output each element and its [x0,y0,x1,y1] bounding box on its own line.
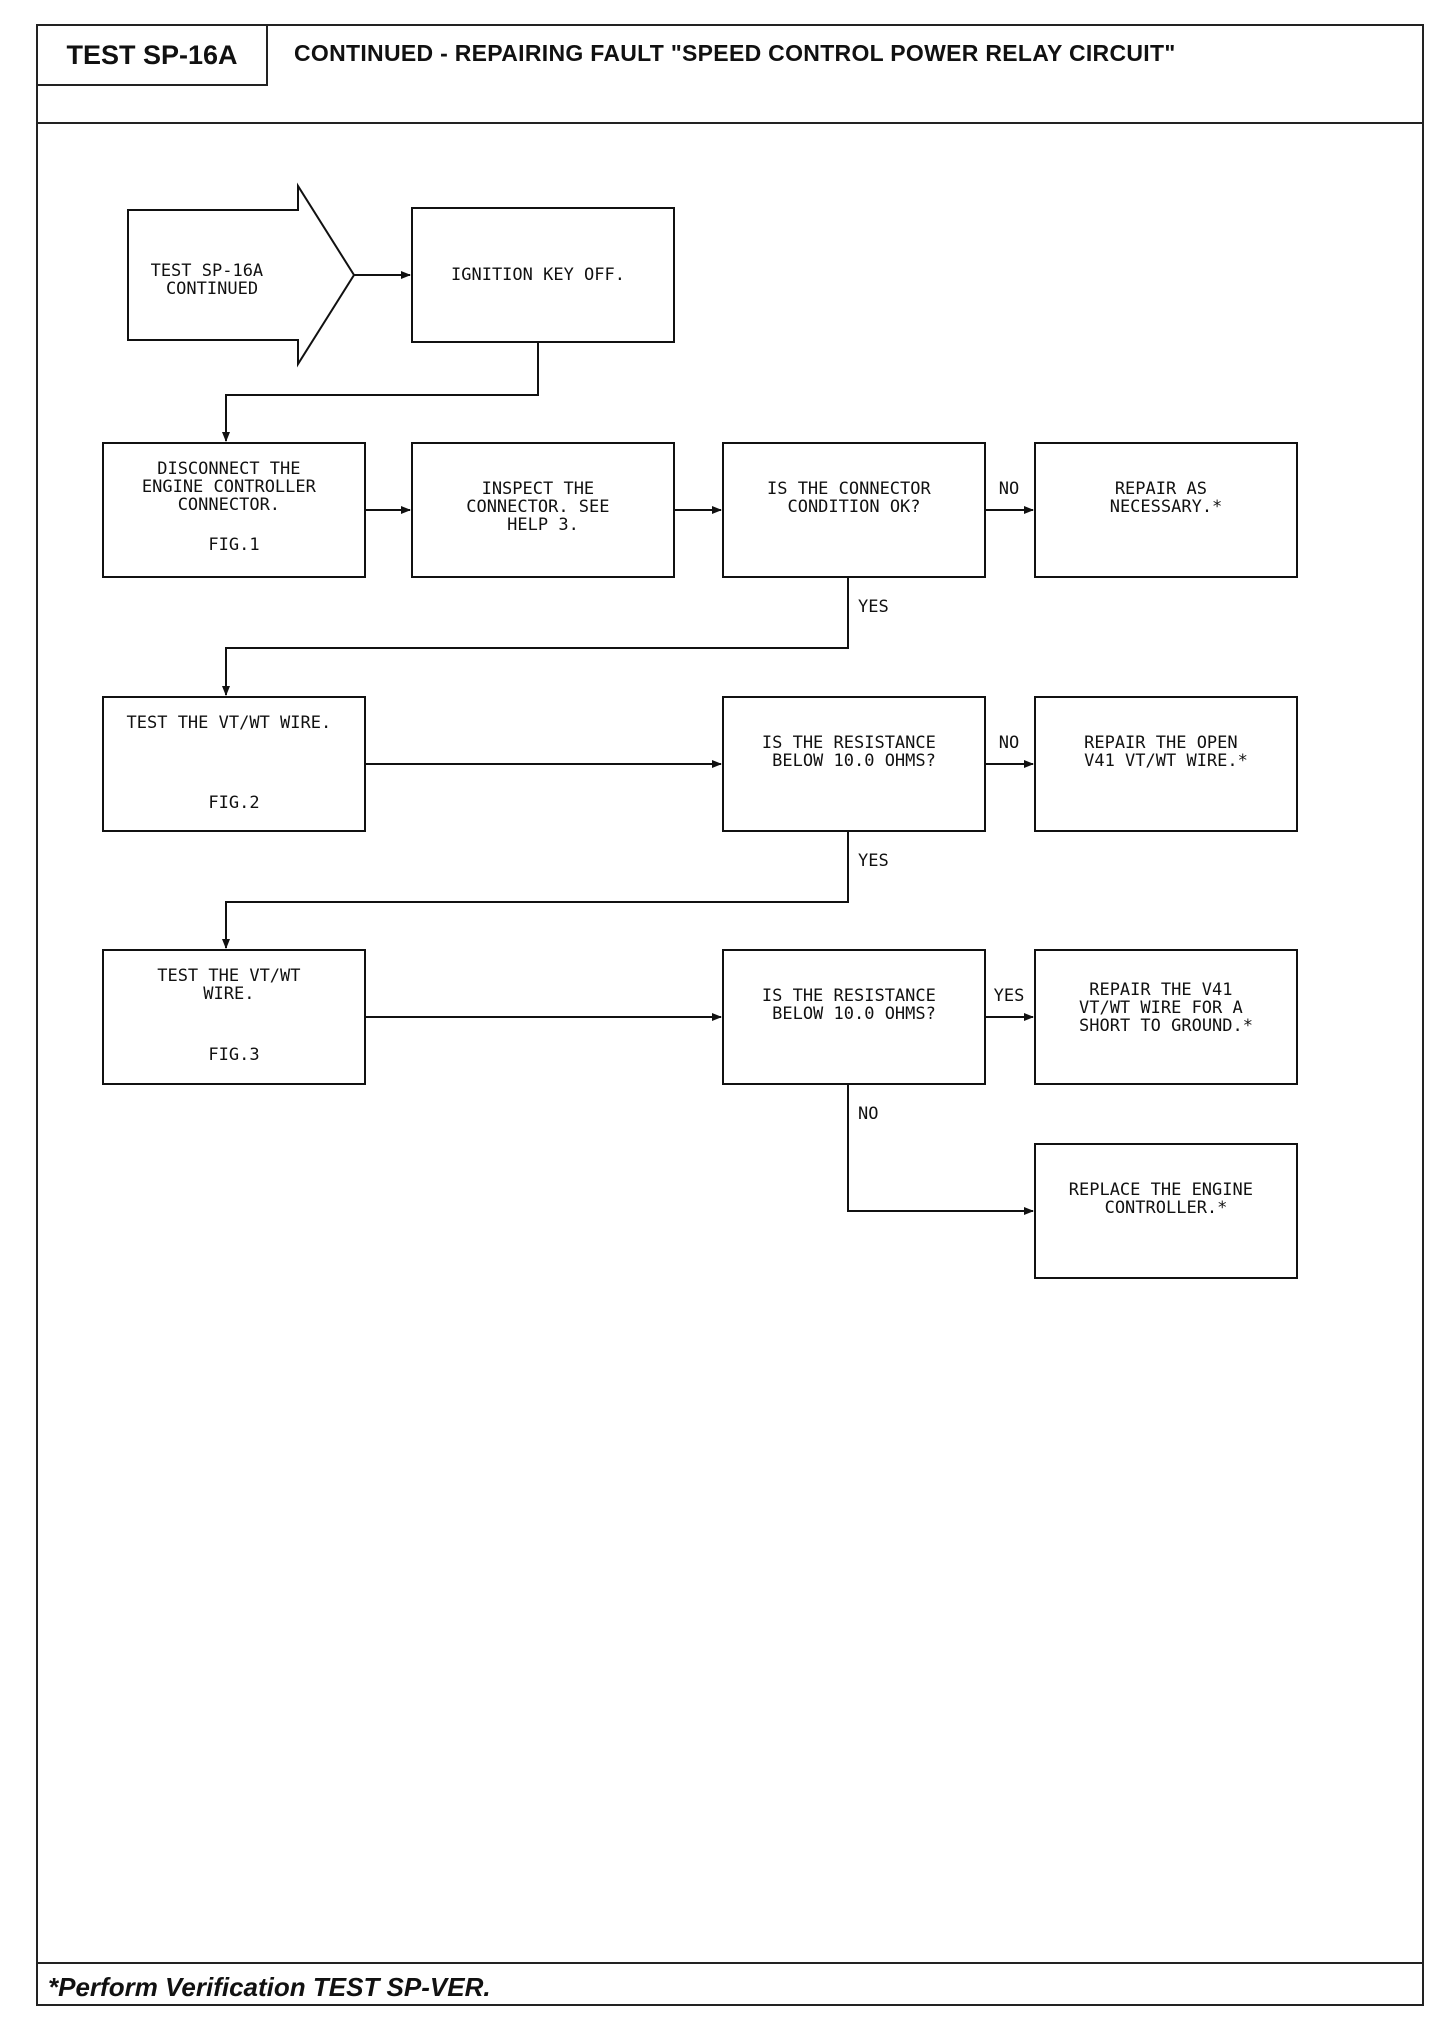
connector-question-label: IS THE CONNECTOR CONDITION OK? [767,479,941,517]
start-arrow-shape [127,182,356,368]
disconnect-label: DISCONNECT THE ENGINE CONTROLLER CONNECT… [142,459,326,555]
footer-note: *Perform Verification TEST SP-VER. [48,1972,491,2002]
ignition-label: IGNITION KEY OFF. [451,265,625,285]
replace-controller-label: REPLACE THE ENGINE CONTROLLER.* [1069,1180,1263,1218]
disconnect-box [102,442,366,578]
branch-label-no-3: NO [858,1104,878,1124]
test-wire-fig3-label: TEST THE VT/WT WIRE. FIG.3 [157,966,311,1065]
replace-controller-box [1034,1143,1298,1279]
test-id-label: TEST SP-16A [36,24,268,86]
test-wire-fig3-box [102,949,366,1085]
inspect-box [411,442,675,578]
question-yes-arrow-2 [222,831,849,949]
branch-label-yes-3: YES [994,986,1025,1006]
branch-label-yes-2: YES [858,851,889,871]
repair-short-box [1034,949,1298,1085]
connector-question-box [722,442,986,578]
repair-as-necessary-box [1034,442,1298,578]
branch-label-yes-1: YES [858,597,889,617]
test-wire-fig2-label: TEST THE VT/WT WIRE. FIG.2 [127,713,342,813]
repair-short-label: REPAIR THE V41 VT/WT WIRE FOR A SHORT TO… [1079,980,1253,1036]
repair-open-label: REPAIR THE OPEN V41 VT/WT WIRE.* [1084,733,1248,771]
repair-as-necessary-label: REPAIR AS NECESSARY.* [1110,479,1223,517]
branch-label-no-2: NO [999,733,1019,753]
resistance-question-2-box [722,949,986,1085]
ignition-to-disconnect-arrow [222,342,539,442]
resistance-question-1-label: IS THE RESISTANCE BELOW 10.0 OHMS? [762,733,946,771]
question-yes-arrow-1 [222,577,849,696]
question-no-arrow-3 [847,1084,1034,1215]
page-title: CONTINUED - REPAIRING FAULT "SPEED CONTR… [294,40,1176,66]
ignition-box [411,207,675,343]
footer-bar [36,1962,1424,2006]
resistance-question-1-box [722,696,986,832]
start-label: TEST SP-16A CONTINUED [151,261,274,299]
branch-label-no-1: NO [999,479,1019,499]
repair-open-box [1034,696,1298,832]
inspect-label: INSPECT THE CONNECTOR. SEE HELP 3. [466,479,620,535]
resistance-question-2-label: IS THE RESISTANCE BELOW 10.0 OHMS? [762,986,946,1024]
